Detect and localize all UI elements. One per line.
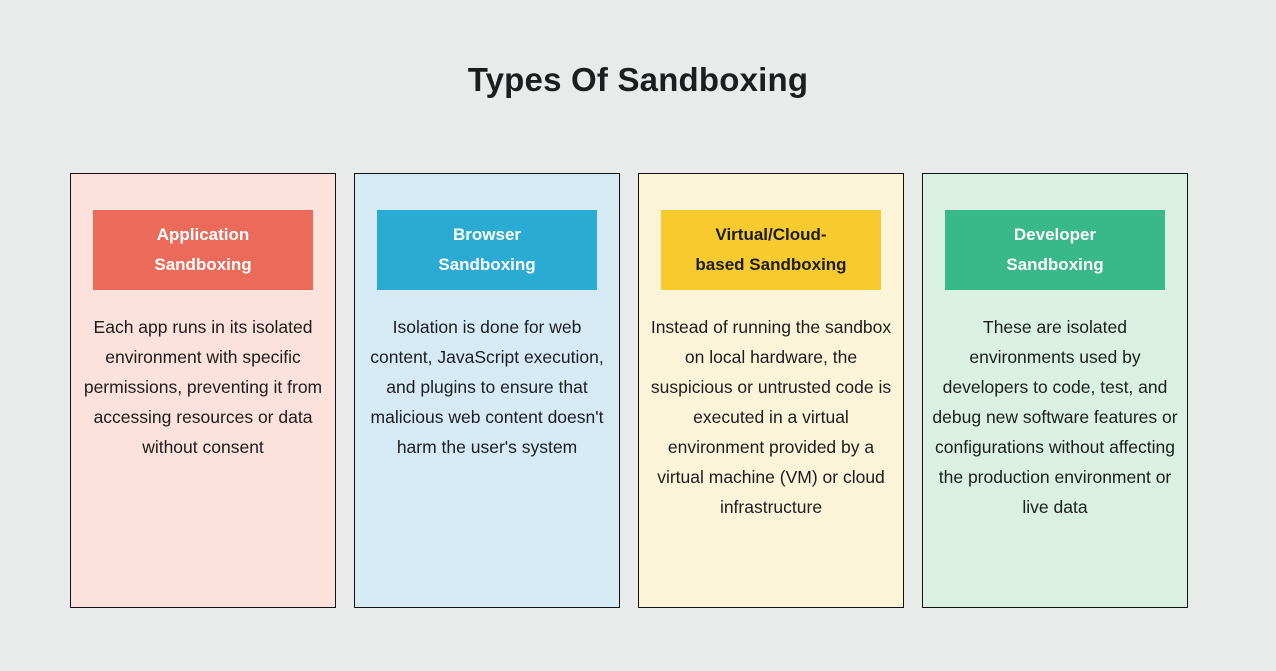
card-virtual-cloud-sandboxing: Virtual/Cloud- based Sandboxing Instead … <box>638 173 904 608</box>
cards-row: Application Sandboxing Each app runs in … <box>70 173 1188 608</box>
card-header-virtual-cloud-sandboxing: Virtual/Cloud- based Sandboxing <box>661 210 881 290</box>
card-browser-sandboxing: Browser Sandboxing Isolation is done for… <box>354 173 620 608</box>
card-developer-sandboxing: Developer Sandboxing These are isolated … <box>922 173 1188 608</box>
card-application-sandboxing: Application Sandboxing Each app runs in … <box>70 173 336 608</box>
card-body-virtual-cloud-sandboxing: Instead of running the sandbox on local … <box>650 317 892 517</box>
card-header-developer-sandboxing: Developer Sandboxing <box>945 210 1165 290</box>
card-header-application-sandboxing: Application Sandboxing <box>93 210 313 290</box>
card-body-developer-sandboxing: These are isolated environments used by … <box>932 317 1178 517</box>
page-title: Types Of Sandboxing <box>467 61 809 98</box>
card-body-application-sandboxing: Each app runs in its isolated environmen… <box>83 317 323 457</box>
card-header-browser-sandboxing: Browser Sandboxing <box>377 210 597 290</box>
card-body-browser-sandboxing: Isolation is done for web content, JavaS… <box>370 317 604 457</box>
